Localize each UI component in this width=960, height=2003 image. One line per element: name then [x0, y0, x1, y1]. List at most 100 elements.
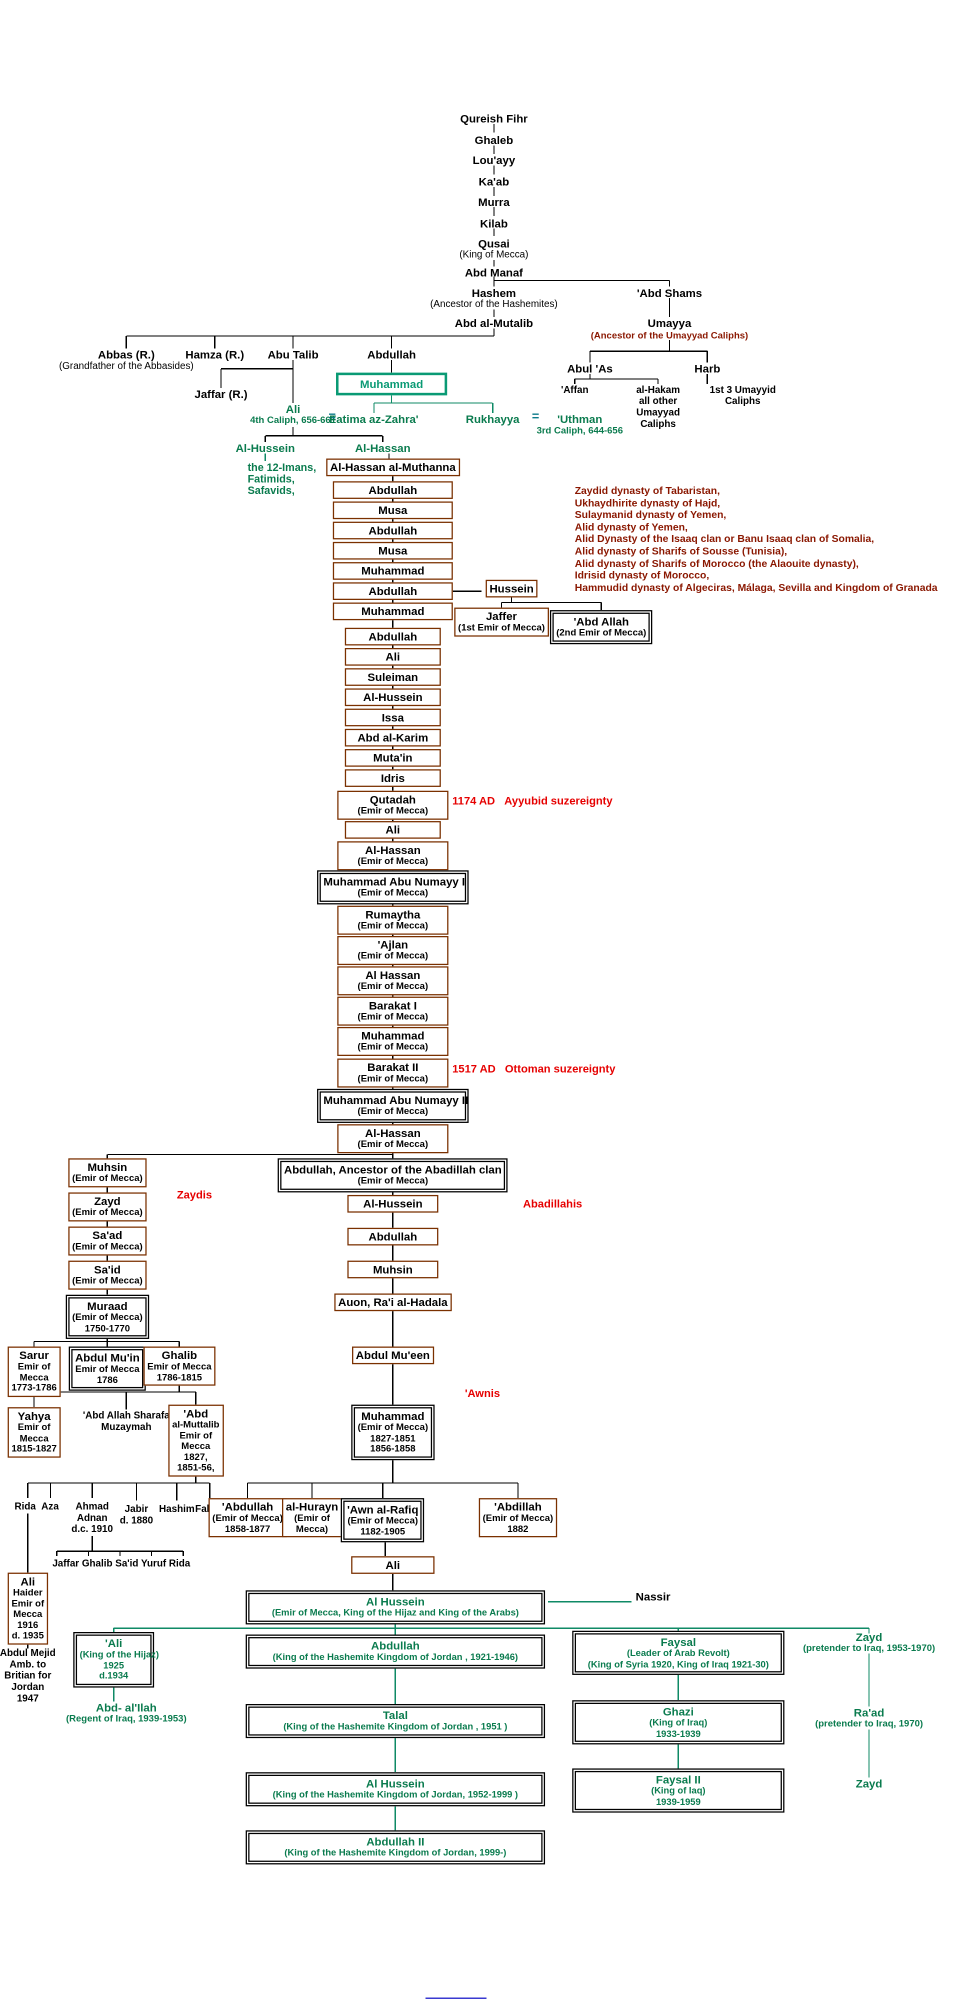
al-hassan-emir-2-text: Al Hassan: [365, 968, 421, 982]
abdul-mejid-text: Amb. to: [9, 1658, 47, 1670]
chain-abd-al-karim: Abd al-Karim: [344, 728, 441, 747]
umayya-text: Umayya: [647, 317, 692, 330]
louayy-text: Lou'ayy: [472, 154, 516, 167]
raad-pretender-text: (pretender to Iraq, 1970): [815, 1717, 924, 1730]
abdullah-jordan-text: Abdullah: [371, 1639, 420, 1653]
muhammad: Muhammad: [336, 372, 448, 396]
abdullah-2-jordan-text: (King of the Hashemite Kingdom of Jordan…: [284, 1846, 507, 1859]
ali-bottom-text: Ali: [385, 1558, 401, 1572]
al-hurayn-text: (Emir of: [294, 1512, 330, 1524]
ghaleb: Ghaleb: [475, 134, 514, 147]
ajlan: 'Ajlan(Emir of Mecca): [337, 936, 449, 965]
ghaleb-text: Ghaleb: [474, 133, 514, 147]
talal: Talal(King of the Hashemite Kingdom of J…: [245, 1704, 546, 1738]
chain-suleiman-text: Suleiman: [367, 670, 419, 684]
dynasty-note-text: Hammudid dynasty of Algeciras, Málaga, S…: [574, 582, 938, 594]
hussein-jordan-text: (King of the Hashemite Kingdom of Jordan…: [272, 1788, 519, 1801]
abadillahis-note: Abadillahis: [523, 1197, 582, 1210]
chain-abdullah-2: Abdullah: [332, 521, 453, 540]
abdullah-1858-text: 'Abdullah: [221, 1500, 274, 1514]
fatima: Fatima az-Zahra': [329, 413, 418, 426]
abbas: Abbas (R.)(Grandfather of the Abbasides): [59, 349, 194, 372]
al-hussein-king-text: Al Hussein: [365, 1595, 425, 1609]
dynasty-note-text: Alid dynasty of Sharifs of Sousse (Tunis…: [574, 545, 788, 558]
yahya-text: 1815-1827: [11, 1442, 57, 1454]
qusai: Qusai(King of Mecca): [459, 237, 528, 260]
auon: Auon, Ra'i al-Hadala: [334, 1293, 452, 1312]
ali-haider-text: Mecca: [13, 1608, 43, 1620]
chain-musa-2: Musa: [332, 541, 453, 560]
fatima-text: Fatima az-Zahra': [329, 413, 419, 426]
ahmad-adnan-text: Ahmad: [75, 1500, 109, 1513]
dynasty-note-text: Zaydid dynasty of Tabaristan,: [574, 485, 720, 497]
dynasty-note: Zaydid dynasty of Tabaristan,Ukhaydhirit…: [575, 485, 938, 594]
abdul-mueen: Abdul Mu'een: [352, 1346, 434, 1365]
equals-1: =: [329, 411, 336, 425]
abbas-text: Abbas (R.): [97, 348, 155, 362]
muhammad-1827-text: 1827-1851: [370, 1431, 416, 1444]
ahmad-adnan-text: Adnan: [76, 1512, 108, 1524]
ajlan-text: 'Ajlan: [377, 938, 409, 952]
awn-al-rafiq-text: (Emir of Mecca): [347, 1514, 419, 1526]
al-hassan-emir-2: Al Hassan(Emir of Mecca): [337, 966, 449, 995]
abu-talib: Abu Talib: [268, 349, 319, 362]
first-3-umayyid-text: Caliphs: [724, 395, 761, 407]
awn-al-rafiq-text: 1182-1905: [360, 1525, 406, 1537]
al-hassan-emir-text: (Emir of Mecca): [357, 855, 429, 867]
abu-numayy-2: Muhammad Abu Numayy II(Emir of Mecca): [317, 1088, 469, 1123]
al-hassan-emir-text: Al-Hassan: [365, 843, 421, 857]
faysal-2-text: (King of Iaq): [651, 1784, 706, 1797]
al-hakam-text: Umayyad: [636, 406, 681, 419]
sarur-text: 1773-1786: [11, 1381, 57, 1394]
abd-al-muttalib-emir-text: 1851-56,: [177, 1461, 215, 1473]
sarur-text: Sarur: [19, 1349, 49, 1362]
harb: Harb: [694, 363, 720, 376]
yahya-text: Mecca: [19, 1431, 49, 1444]
abdullah-ancestor-text: (Emir of Mecca): [357, 1174, 429, 1187]
abu-numayy-1-text: (Emir of Mecca): [357, 886, 429, 899]
raad-pretender: Ra'ad(pretender to Iraq, 1970): [815, 1707, 923, 1730]
abdul-mejid-text: 1947: [16, 1692, 39, 1705]
dynasty-note-text: Sulaymanid dynasty of Yemen,: [574, 509, 727, 521]
muhammad-1827-text: Muhammad: [361, 1409, 425, 1423]
al-hurayn-text: Mecca): [295, 1522, 329, 1535]
said-emir-text: Sa'id: [93, 1263, 121, 1276]
muhammad-1827-text: 1856-1858: [370, 1442, 416, 1454]
al-hassan-emir-2-text: (Emir of Mecca): [357, 980, 429, 992]
chain-mutain-text: Muta'in: [373, 751, 413, 765]
faysal-iraq-text: (King of Syria 1920, King of Iraq 1921-3…: [587, 1657, 769, 1670]
umayya-note-text: (Ancestor of the Umayyad Caliphs): [590, 329, 749, 342]
awn-al-rafiq: 'Awn al-Rafiq(Emir of Mecca)1182-1905: [340, 1498, 425, 1543]
chain-musa-2-text: Musa: [378, 544, 408, 558]
muhammad-emir: Muhammad(Emir of Mecca): [337, 1026, 449, 1056]
saad-emir-text: Sa'ad: [92, 1229, 123, 1242]
zayd-pretender-text: (pretender to Iraq, 1953-1970): [802, 1642, 936, 1654]
uthman-text: 3rd Caliph, 644-656: [536, 424, 623, 436]
faysal-iraq: Faysal(Leader of Arab Revolt)(King of Sy…: [572, 1630, 785, 1675]
rumaytha-text: (Emir of Mecca): [357, 919, 429, 931]
rida-aza-text: Rida Aza: [14, 1500, 59, 1513]
jaffar-r: Jaffar (R.): [195, 388, 248, 401]
twelve-imams: the 12-Imans,Fatimids,Safavids,: [248, 462, 317, 495]
abd-shams-text: 'Abd Shams: [636, 286, 703, 300]
yahya-text: Yahya: [17, 1409, 51, 1423]
abdillah-1882-text: (Emir of Mecca): [482, 1512, 554, 1524]
abd-al-muttalib-emir-text: Emir of: [179, 1429, 213, 1441]
ali-haider-text: d. 1935: [11, 1629, 44, 1641]
zayd-emir: Zayd(Emir of Mecca): [68, 1192, 147, 1221]
abdillah-1882-text: 1882: [507, 1522, 529, 1535]
abdul-muin-text: Emir of Mecca: [75, 1362, 140, 1375]
al-hassan-emir: Al-Hassan(Emir of Mecca): [337, 841, 449, 870]
muhsin-emir: Muhsin(Emir of Mecca): [68, 1158, 147, 1187]
raad-pretender-text: Ra'ad: [853, 1706, 885, 1720]
abd-allah-sharafa-text: 'Abd Allah Sharafa: [82, 1409, 170, 1422]
ottoman-note: 1517 AD Ottoman suzereignty: [452, 1062, 615, 1075]
abdul-mejid-text: Abdul Mejid: [0, 1647, 56, 1659]
qureish-fihr-text: Qureish Fihr: [460, 112, 528, 126]
umayya: Umayya: [648, 317, 692, 330]
abdullah-jordan: Abdullah(King of the Hashemite Kingdom o…: [245, 1634, 546, 1669]
